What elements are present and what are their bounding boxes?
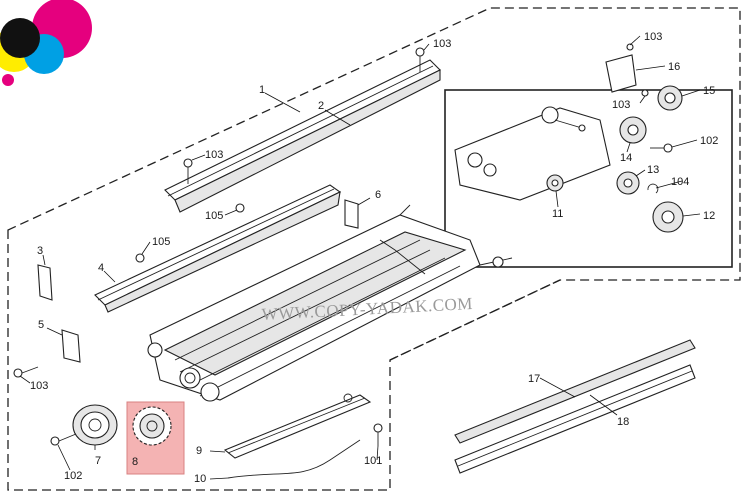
callout-8: 8: [132, 456, 138, 468]
callout-9: 9: [196, 445, 202, 457]
leader-lines: [19, 35, 701, 480]
brand-logo: [0, 0, 92, 86]
main-frame: [147, 204, 513, 402]
callout-11: 11: [552, 208, 563, 220]
callout-103-inset-mid: 103: [612, 99, 630, 111]
plate-part-9: [223, 393, 372, 459]
callout-7: 7: [95, 455, 101, 467]
bracket-part-5: [61, 329, 81, 363]
callout-102-main: 102: [64, 470, 82, 482]
rail-part-2: [164, 59, 441, 213]
callout-5: 5: [38, 319, 44, 331]
callout-15: 15: [703, 85, 715, 97]
rail-part-18: [454, 364, 696, 474]
gear-part-8-highlighted: [126, 401, 185, 475]
bracket-part-4: [94, 184, 342, 313]
callout-14: 14: [620, 152, 632, 164]
callout-boundary-17-18: [389, 279, 561, 361]
callout-6: 6: [375, 189, 381, 201]
inset-frame-drawing: [454, 43, 684, 233]
callout-18: 18: [617, 416, 629, 428]
callout-labels: 1 2 3 4 5 6 7 8 9 10 11 12 13 14 15 16 1…: [30, 31, 718, 485]
bracket-part-6: [344, 199, 359, 229]
callout-105-bracket: 105: [152, 236, 170, 248]
callout-102-inset: 102: [700, 135, 718, 147]
callout-4: 4: [98, 262, 104, 274]
bracket-part-3: [37, 264, 53, 301]
callout-16: 16: [668, 61, 680, 73]
callout-104: 104: [671, 176, 689, 188]
rail-part-17: [454, 339, 696, 444]
callout-10: 10: [194, 473, 206, 485]
callout-101: 101: [364, 455, 382, 467]
gear-part-7: [72, 404, 118, 446]
screw-icons: [13, 47, 425, 446]
callout-105-rail: 105: [205, 210, 223, 222]
callout-3: 3: [37, 245, 43, 257]
callout-103-inset-top: 103: [644, 31, 662, 43]
callout-103-left: 103: [30, 380, 48, 392]
callout-17: 17: [528, 373, 540, 385]
callout-2: 2: [318, 100, 324, 112]
callout-13: 13: [647, 164, 659, 176]
cable-part-10: [227, 439, 361, 479]
callout-12: 12: [703, 210, 715, 222]
callout-103-rail: 103: [205, 149, 223, 161]
callout-103-top: 103: [433, 38, 451, 50]
callout-1: 1: [259, 84, 265, 96]
